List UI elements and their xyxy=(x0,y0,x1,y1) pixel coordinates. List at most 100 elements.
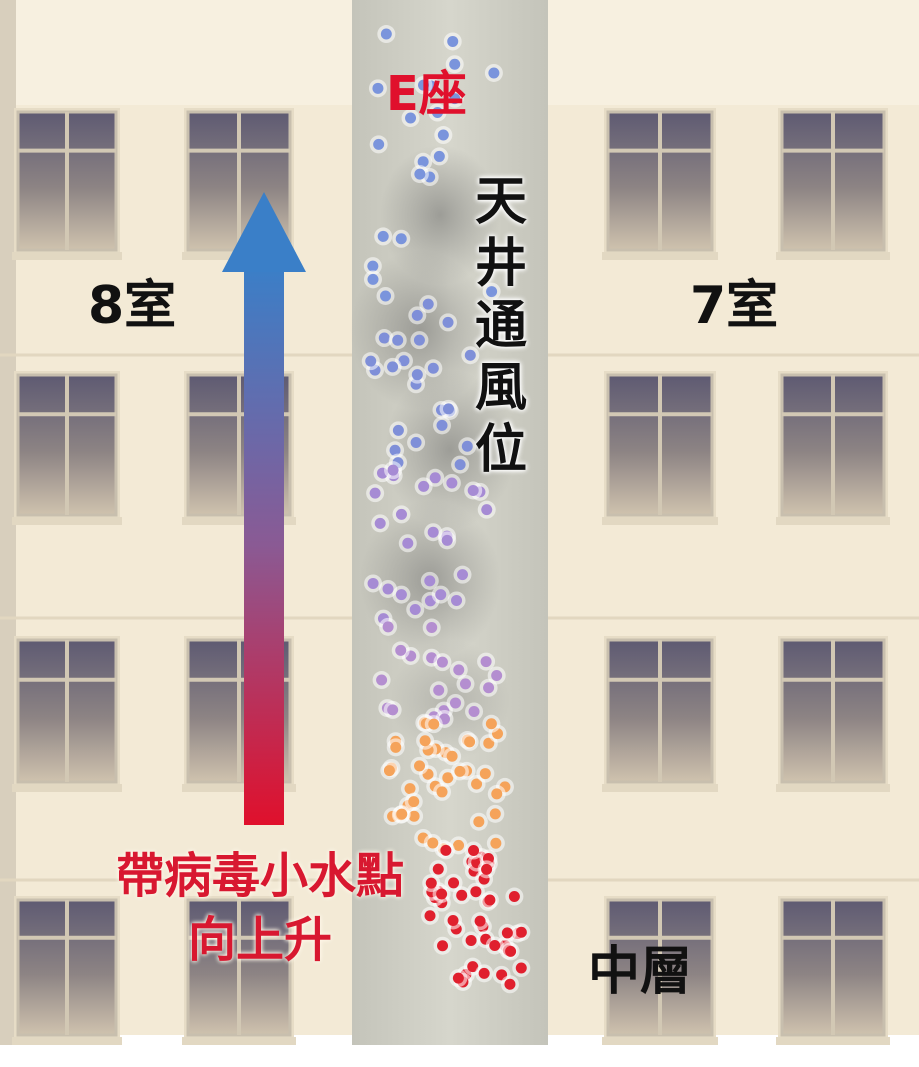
upward-arrow-icon xyxy=(222,192,306,825)
droplet xyxy=(379,617,398,636)
droplet xyxy=(456,674,475,693)
droplet xyxy=(421,906,440,925)
droplet xyxy=(444,911,463,930)
light-well-label-char: 井 xyxy=(474,234,527,294)
droplet xyxy=(486,804,505,823)
droplet xyxy=(406,600,425,619)
droplet xyxy=(430,147,449,166)
droplet xyxy=(383,357,402,376)
window xyxy=(776,371,890,525)
droplet xyxy=(419,295,438,314)
droplet xyxy=(429,681,448,700)
window xyxy=(12,371,122,525)
droplet xyxy=(422,618,441,637)
droplet xyxy=(484,63,503,82)
droplet xyxy=(461,346,480,365)
droplet xyxy=(512,959,531,978)
droplet xyxy=(414,477,433,496)
droplet xyxy=(439,313,458,332)
droplet xyxy=(449,969,468,988)
droplet xyxy=(442,473,461,492)
droplet xyxy=(431,585,450,604)
light-well-label: 天 井 通 風 位 xyxy=(466,176,536,486)
droplet xyxy=(480,891,499,910)
droplet xyxy=(438,531,457,550)
droplet xyxy=(471,912,490,931)
light-well-label-char: 天 xyxy=(474,172,527,232)
droplet xyxy=(453,565,472,584)
droplet xyxy=(408,365,427,384)
block-title: E座 xyxy=(386,66,467,122)
droplet xyxy=(363,257,382,276)
droplet xyxy=(436,841,455,860)
droplet xyxy=(464,481,483,500)
droplet xyxy=(487,666,506,685)
droplet xyxy=(424,523,443,542)
droplet xyxy=(445,55,464,74)
droplet xyxy=(361,352,380,371)
window xyxy=(776,108,890,260)
droplet xyxy=(505,887,524,906)
droplet xyxy=(414,76,433,95)
droplet xyxy=(401,109,420,128)
droplet xyxy=(433,782,452,801)
droplet xyxy=(376,286,395,305)
left-wall-edge xyxy=(0,0,16,1045)
droplet xyxy=(391,641,410,660)
droplet xyxy=(410,331,429,350)
droplet xyxy=(443,747,462,766)
droplet xyxy=(429,860,448,879)
droplet xyxy=(443,32,462,51)
droplet xyxy=(424,359,443,378)
droplet xyxy=(363,270,382,289)
light-well-label-char: 位 xyxy=(474,420,527,480)
droplet xyxy=(469,812,488,831)
droplet xyxy=(423,833,442,852)
droplet xyxy=(458,437,477,456)
room-8-label: 8室 xyxy=(88,276,177,336)
window xyxy=(12,896,122,1045)
window xyxy=(602,896,718,1045)
droplet xyxy=(439,399,458,418)
droplet xyxy=(366,484,385,503)
droplet xyxy=(487,784,506,803)
window xyxy=(776,896,890,1045)
droplet xyxy=(476,764,495,783)
droplet xyxy=(386,738,405,757)
virus-droplets xyxy=(361,25,531,994)
room-7-label: 7室 xyxy=(690,276,779,336)
window xyxy=(776,636,890,792)
droplet xyxy=(364,574,383,593)
droplet xyxy=(445,89,464,108)
droplet xyxy=(477,500,496,519)
droplet xyxy=(450,762,469,781)
caption-line: 向上升 xyxy=(187,912,332,968)
droplet xyxy=(447,591,466,610)
droplet xyxy=(477,652,496,671)
droplet xyxy=(392,805,411,824)
droplets-rising-caption: 帶病毒小水點 向上升 xyxy=(60,852,460,980)
droplet xyxy=(482,282,501,301)
droplet xyxy=(410,756,429,775)
droplet xyxy=(407,433,426,452)
droplet xyxy=(372,671,391,690)
droplet xyxy=(398,534,417,553)
droplet xyxy=(433,936,452,955)
droplet xyxy=(482,714,501,733)
window xyxy=(602,371,718,525)
droplet xyxy=(462,931,481,950)
droplet xyxy=(434,126,453,145)
window xyxy=(602,108,718,260)
droplet xyxy=(500,975,519,994)
droplet xyxy=(464,841,483,860)
droplet xyxy=(392,505,411,524)
droplet xyxy=(420,571,439,590)
droplet xyxy=(477,860,496,879)
droplet xyxy=(446,693,465,712)
droplet xyxy=(408,306,427,325)
droplet xyxy=(424,715,443,734)
window xyxy=(12,636,122,792)
light-well-label-char: 風 xyxy=(474,358,527,418)
droplet xyxy=(444,873,463,892)
